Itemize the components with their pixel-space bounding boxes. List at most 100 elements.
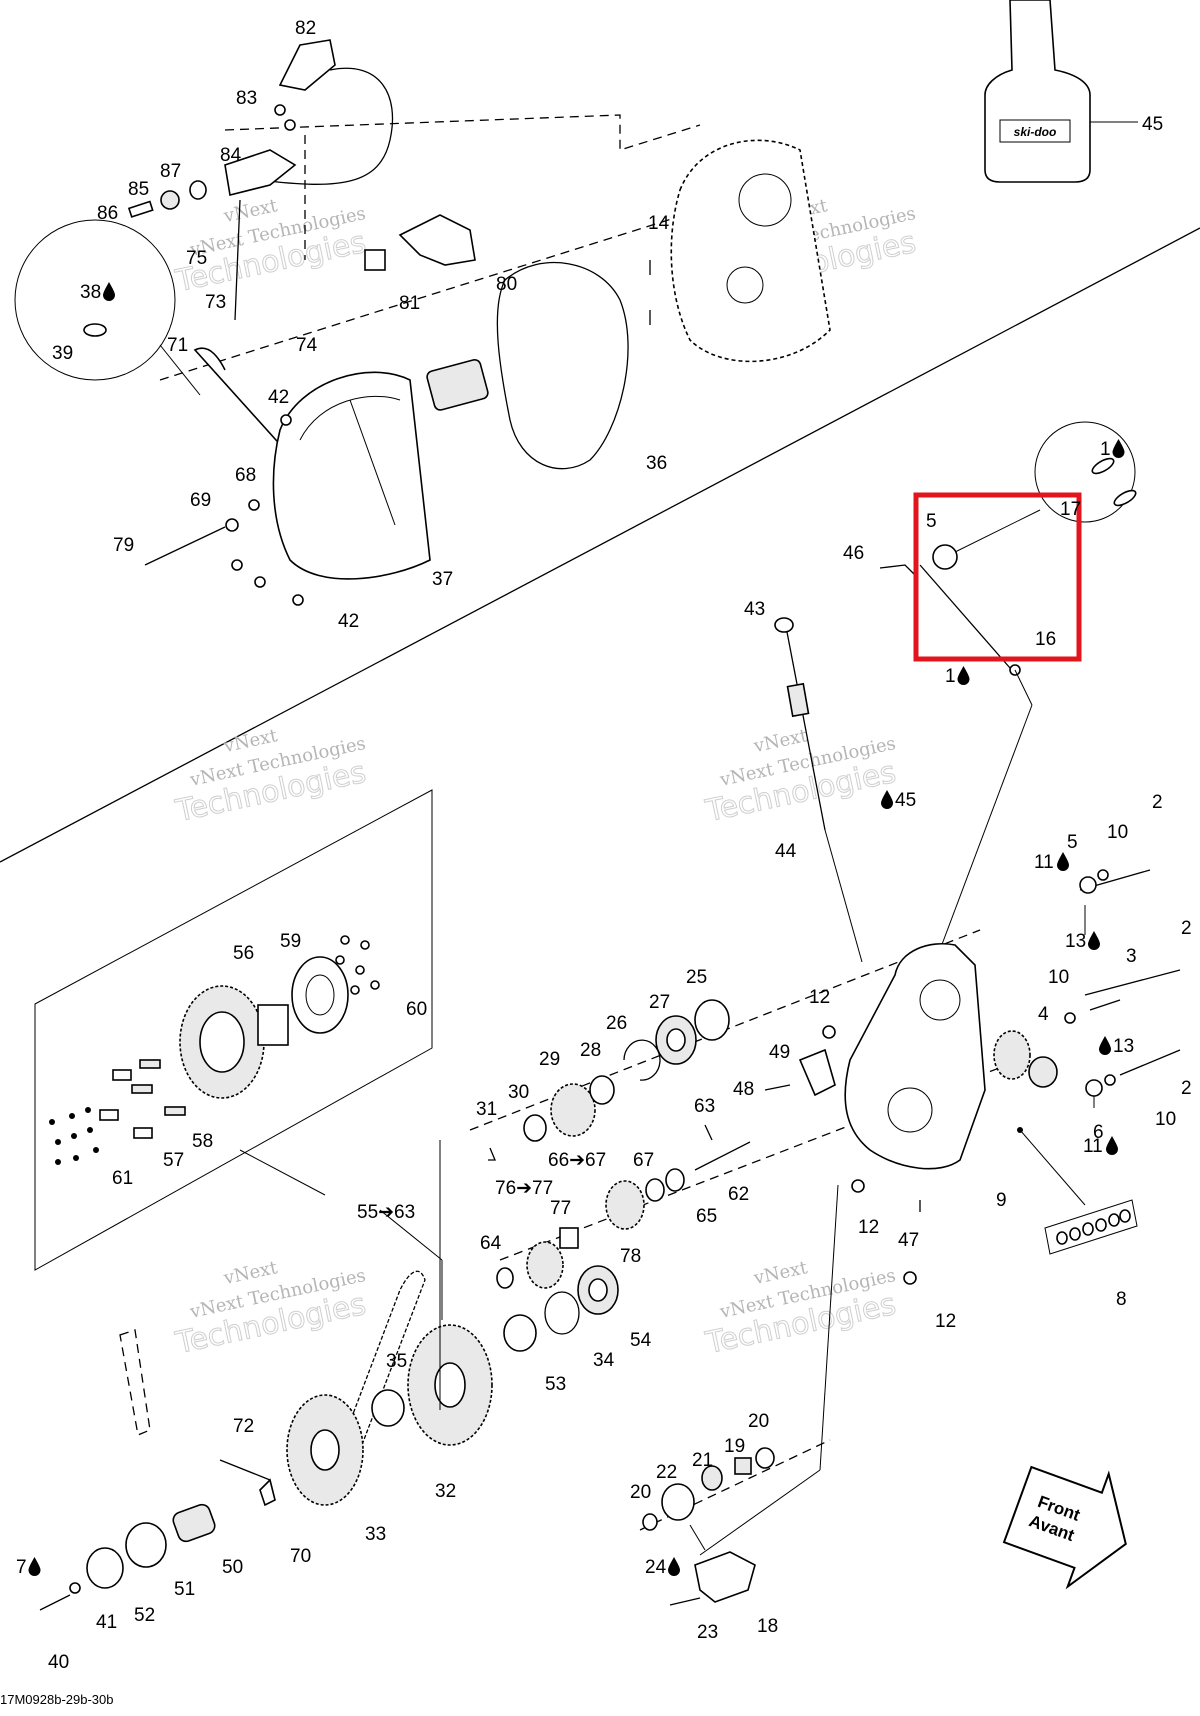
callout-c86: 86	[97, 203, 118, 224]
chain-part	[344, 1270, 426, 1451]
rod-part	[193, 347, 286, 451]
bolt-part	[144, 526, 226, 566]
shaft-part	[694, 1141, 751, 1171]
callout-c76: 76➔77	[495, 1178, 553, 1199]
callout-c12a: 12	[809, 987, 830, 1008]
leader	[1014, 669, 1033, 706]
callout-c85: 85	[128, 179, 149, 200]
oil-drop-icon	[1099, 1036, 1111, 1055]
bearing-part	[645, 1178, 665, 1202]
diagram-code: 17M0928b-29b-30b	[0, 1692, 113, 1707]
tensioner-block-part	[694, 1551, 756, 1603]
bearing-bore	[666, 1028, 686, 1052]
clip-part	[879, 564, 916, 576]
lower-left-box	[34, 789, 443, 1320]
dipstick	[774, 617, 863, 963]
nut-part	[523, 1114, 547, 1142]
key-part	[259, 1478, 276, 1507]
dashed-axis	[159, 209, 701, 381]
front-direction-arrow: Front Avant	[1002, 1465, 1127, 1590]
callout-c19: 19	[724, 1436, 745, 1457]
callout-c78: 78	[620, 1246, 641, 1267]
bolt-part	[764, 1084, 791, 1091]
leader	[819, 1184, 839, 1471]
callout-c17: 17	[1060, 499, 1081, 520]
callout-c45a: 45	[1142, 114, 1163, 135]
callout-c72: 72	[233, 1416, 254, 1437]
nut-part	[1085, 1079, 1103, 1097]
callout-c87: 87	[160, 161, 181, 182]
callout-c11b: 11	[1083, 1136, 1103, 1157]
screw-part	[254, 576, 266, 588]
callout-c63: 63	[694, 1096, 715, 1117]
callout-c22: 22	[656, 1462, 677, 1483]
callout-c77: 77	[550, 1198, 571, 1219]
seal-part	[694, 999, 730, 1041]
callout-c7: 7	[16, 1557, 27, 1578]
bushing-part	[364, 249, 386, 271]
pin-part	[99, 1109, 119, 1121]
leader	[379, 1209, 443, 1261]
oil-drop-icon	[881, 790, 893, 809]
callout-c54: 54	[630, 1330, 652, 1351]
sprocket-hub	[199, 1011, 245, 1073]
callout-c24: 24	[645, 1557, 667, 1578]
bolt-part	[669, 1597, 701, 1606]
callout-c20a: 20	[748, 1411, 769, 1432]
nut-part	[851, 1179, 865, 1193]
washer-part	[589, 1075, 615, 1105]
leader	[824, 829, 863, 963]
callout-c83: 83	[236, 88, 257, 109]
callout-c46: 46	[843, 543, 864, 564]
callout-c13b: 13	[1113, 1036, 1134, 1057]
rod-end-part	[932, 544, 958, 570]
callout-c39: 39	[52, 343, 73, 364]
tensioner-assembly	[639, 1439, 831, 1606]
chaincase-cover-part	[272, 371, 431, 580]
bolt-part	[1119, 1049, 1181, 1076]
oil-drop-icon	[668, 1557, 680, 1576]
bracket-part	[798, 1048, 836, 1097]
callout-c36: 36	[646, 453, 667, 474]
leader	[937, 704, 1033, 956]
cam-part	[1028, 1056, 1058, 1088]
cover-detail	[349, 399, 396, 526]
gasket-part	[496, 261, 629, 470]
washer-part	[1097, 869, 1109, 881]
bearing-bore	[588, 1278, 608, 1302]
callout-c18: 18	[757, 1616, 778, 1637]
bearing-part	[172, 1503, 216, 1543]
callout-c37: 37	[432, 569, 453, 590]
callout-c12b: 12	[858, 1217, 879, 1238]
callout-c20b: 20	[630, 1482, 651, 1503]
bolt-part	[127, 200, 154, 218]
callout-c42a: 42	[268, 387, 289, 408]
callout-c48: 48	[733, 1079, 754, 1100]
callout-c66: 66➔67	[548, 1150, 606, 1171]
main-housing	[844, 943, 1031, 1170]
callout-c59: 59	[280, 931, 301, 952]
shim-set-part	[1056, 1209, 1131, 1245]
callout-c62: 62	[728, 1184, 749, 1205]
cable-part	[234, 199, 241, 321]
gear-part	[605, 1180, 645, 1230]
callout-c9: 9	[996, 1190, 1007, 1211]
bottle-label	[999, 119, 1071, 143]
bearing-part	[559, 1227, 579, 1249]
housing-bore	[726, 266, 764, 304]
callout-c14: 14	[648, 213, 670, 234]
nut-part	[1079, 876, 1097, 894]
callout-c69: 69	[190, 490, 211, 511]
ball-cluster	[49, 1107, 99, 1165]
o-ring-part	[1091, 457, 1115, 475]
callout-c49: 49	[769, 1042, 790, 1063]
callout-c10b: 10	[1048, 967, 1069, 988]
leader	[944, 509, 1041, 558]
callout-c12c: 12	[935, 1311, 956, 1332]
callout-c32: 32	[435, 1481, 456, 1502]
callout-c57: 57	[163, 1150, 184, 1171]
drive-components	[39, 1140, 839, 1611]
detail-frame	[34, 789, 433, 1271]
callout-c21: 21	[692, 1450, 713, 1471]
callout-c67: 67	[633, 1150, 654, 1171]
